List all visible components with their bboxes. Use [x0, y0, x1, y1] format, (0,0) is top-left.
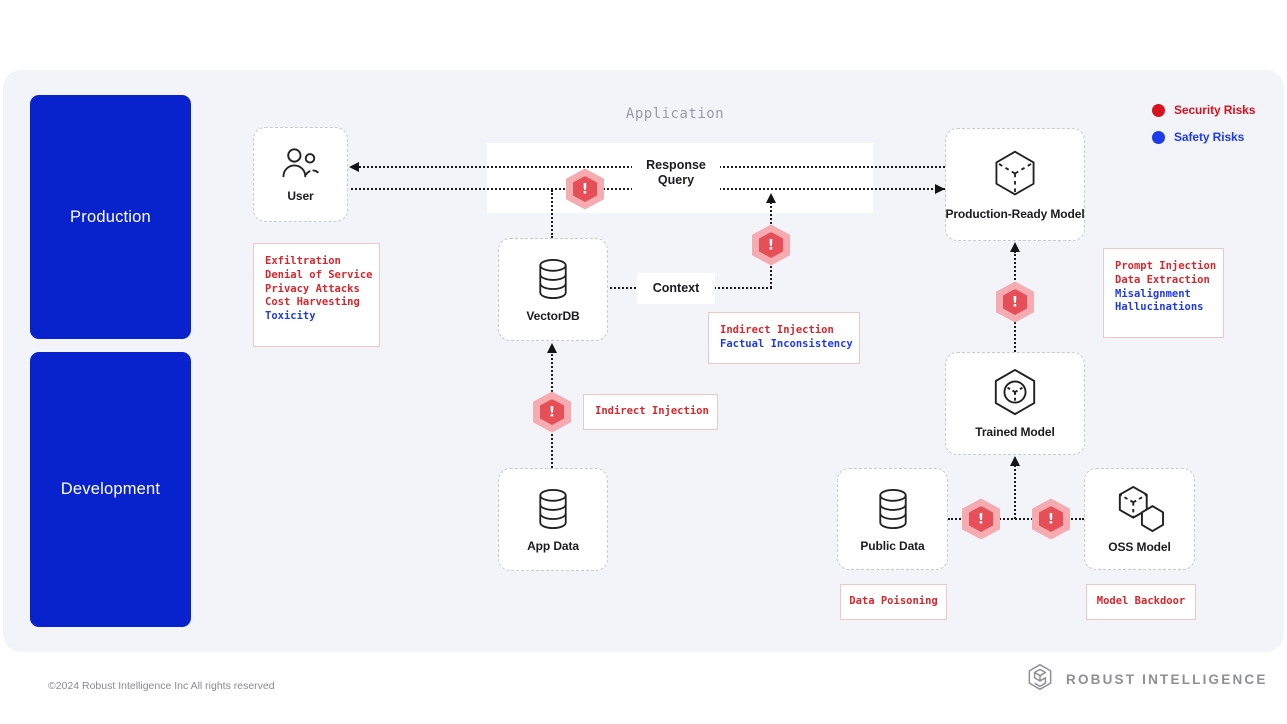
arrowhead-to-prodmodel	[935, 184, 945, 194]
publicdata-ossmodel-line	[948, 518, 1084, 520]
risk-label: Indirect Injection	[720, 324, 834, 336]
brand-name: ROBUST INTELLIGENCE	[1066, 672, 1268, 687]
user-icon	[280, 146, 322, 182]
risk-label: Toxicity	[265, 310, 316, 323]
ossmodel-risk-box: Model Backdoor	[1086, 584, 1196, 620]
node-label: Public Data	[860, 538, 925, 553]
production-stage-panel: Production	[30, 95, 191, 339]
node-prodmodel: Production-Ready Model	[945, 128, 1085, 241]
legend-label: Safety Risks	[1174, 130, 1245, 144]
node-publicdata: Public Data	[837, 468, 948, 570]
database-icon	[873, 486, 913, 532]
arrowhead-to-trainedmodel	[1010, 456, 1020, 466]
publicdata-risk-box: Data Poisoning	[840, 584, 947, 620]
risk-label: Hallucinations	[1115, 301, 1204, 314]
response-label: Response	[646, 158, 706, 172]
exclamation-icon	[1039, 506, 1063, 532]
response-query-label: Response Query	[632, 151, 720, 195]
risk-label: Data Extraction	[1115, 273, 1210, 286]
node-label: Production-Ready Model	[945, 207, 1085, 221]
node-label: VectorDB	[526, 309, 580, 323]
risk-label: Model Backdoor	[1096, 595, 1186, 608]
risk-label: Factual Inconsistency	[720, 337, 853, 350]
warning-icon-ossmodel	[1032, 498, 1070, 540]
legend-item-safety: Safety Risks	[1152, 127, 1255, 147]
query-label: Query	[657, 173, 695, 187]
development-stage-label: Development	[60, 480, 161, 498]
node-appdata: App Data	[498, 468, 608, 571]
risk-label: Misalignment	[1115, 287, 1191, 300]
exclamation-icon	[573, 176, 597, 202]
appdata-risk-box: Indirect Injection	[583, 394, 718, 430]
context-label: Context	[637, 273, 715, 304]
node-label: Trained Model	[975, 425, 1055, 439]
development-stage-panel: Development	[30, 352, 191, 627]
cube-and-hexagon-icon	[1113, 485, 1167, 533]
legend: Security Risks Safety Risks	[1152, 100, 1255, 154]
database-icon	[533, 486, 573, 532]
legend-label: Security Risks	[1174, 103, 1256, 117]
node-ossmodel: OSS Model	[1084, 468, 1195, 570]
arrowhead-to-vectordb	[547, 343, 557, 353]
merge-trainedmodel-line	[1014, 465, 1016, 519]
risk-label: Exfiltration	[265, 255, 341, 267]
database-icon	[533, 256, 573, 302]
risk-label: Privacy Attacks	[265, 282, 360, 295]
exclamation-icon	[969, 506, 993, 532]
arrowhead-context-up	[766, 193, 776, 203]
hexagon-core-icon	[991, 368, 1039, 418]
node-label: User	[287, 189, 314, 203]
node-trainedmodel: Trained Model	[945, 352, 1085, 455]
exclamation-icon	[540, 399, 564, 425]
application-title: Application	[625, 106, 725, 122]
node-user: User	[253, 127, 348, 222]
risk-label: Indirect Injection	[595, 405, 709, 418]
exclamation-icon	[1003, 289, 1027, 315]
node-vectordb: VectorDB	[498, 238, 608, 341]
risk-label: Cost Harvesting	[265, 296, 360, 309]
exclamation-icon	[759, 232, 783, 258]
safety-risk-dot-icon	[1152, 130, 1165, 144]
vectordb-query-line	[551, 190, 553, 238]
risk-label: Denial of Service	[265, 268, 373, 281]
production-stage-label: Production	[70, 207, 151, 226]
risk-label: Prompt Injection	[1115, 260, 1217, 272]
arrowhead-to-prodmodel-vertical	[1010, 242, 1020, 252]
cube-icon	[989, 148, 1041, 200]
security-risk-dot-icon	[1152, 103, 1165, 117]
copyright-text: ©2024 Robust Intelligence Inc All rights…	[48, 680, 275, 692]
node-label: App Data	[527, 539, 579, 553]
risk-label: Data Poisoning	[849, 595, 938, 608]
node-label: OSS Model	[1108, 539, 1171, 554]
robust-intelligence-logo-icon	[1026, 663, 1054, 696]
arrowhead-to-user	[349, 162, 359, 172]
brand-lockup: ROBUST INTELLIGENCE	[1026, 663, 1268, 696]
legend-item-security: Security Risks	[1152, 100, 1255, 120]
